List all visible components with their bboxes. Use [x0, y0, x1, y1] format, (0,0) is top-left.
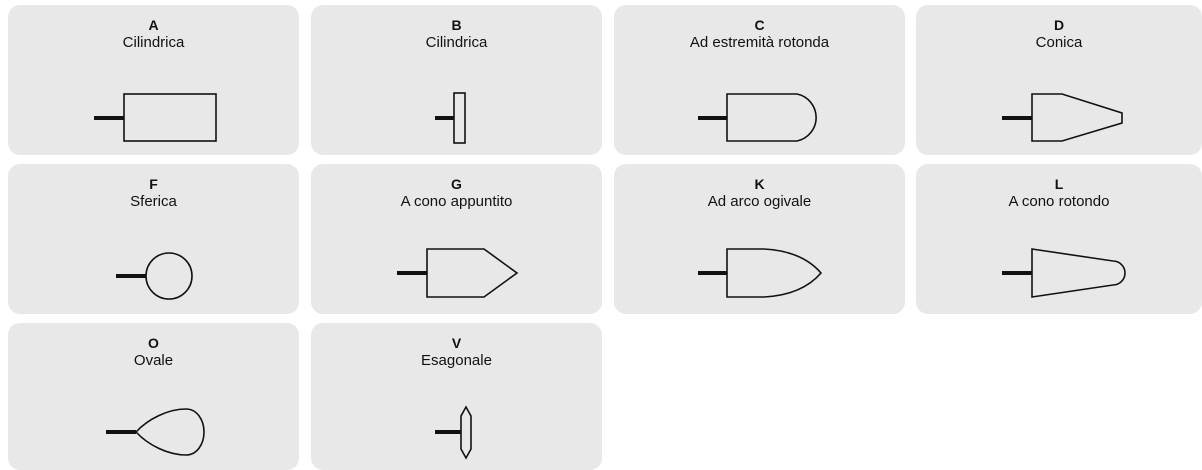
hexagonal-burr-icon [435, 405, 472, 460]
shape-code: L [1054, 176, 1064, 192]
shape-card-o: O Ovale [8, 323, 299, 470]
short-cylindrical-burr-icon [435, 92, 466, 144]
shape-code: B [451, 17, 462, 33]
cylindrical-burr-icon [94, 93, 217, 142]
shape-code: G [451, 176, 462, 192]
shape-name: Conica [1035, 34, 1083, 51]
shape-name: A cono rotondo [1008, 193, 1110, 210]
spherical-burr-icon [116, 252, 193, 300]
shape-card-f: F Sferica [8, 164, 299, 314]
shape-code: O [148, 335, 159, 351]
rounded-cone-burr-icon [1002, 248, 1126, 298]
round-end-burr-icon [698, 93, 817, 142]
shape-code: A [148, 17, 159, 33]
shape-name: Ad arco ogivale [707, 193, 812, 210]
shape-card-k: K Ad arco ogivale [614, 164, 905, 314]
shape-card-b: B Cilindrica [311, 5, 602, 155]
shape-card-l: L A cono rotondo [916, 164, 1202, 314]
shape-card-v: V Esagonale [311, 323, 602, 470]
shape-code: D [1053, 17, 1065, 33]
oval-burr-icon [106, 408, 205, 456]
shape-card-d: D Conica [916, 5, 1202, 155]
shape-card-a: A Cilindrica [8, 5, 299, 155]
shape-code: K [754, 176, 765, 192]
shape-name: Cilindrica [122, 34, 185, 51]
shape-card-c: C Ad estremità rotonda [614, 5, 905, 155]
shape-code: V [451, 335, 462, 351]
shape-name: Cilindrica [425, 34, 488, 51]
shape-name: Ovale [133, 352, 174, 369]
ogive-arch-burr-icon [698, 248, 823, 298]
shape-name: A cono appuntito [400, 193, 513, 210]
pointed-cone-burr-icon [397, 248, 519, 298]
shape-code: C [754, 17, 765, 33]
shape-name: Esagonale [421, 352, 492, 369]
shape-name: Sferica [130, 193, 177, 210]
conical-burr-icon [1002, 93, 1123, 142]
shape-code: F [149, 176, 158, 192]
shape-card-g: G A cono appuntito [311, 164, 602, 314]
shape-name: Ad estremità rotonda [689, 34, 830, 51]
